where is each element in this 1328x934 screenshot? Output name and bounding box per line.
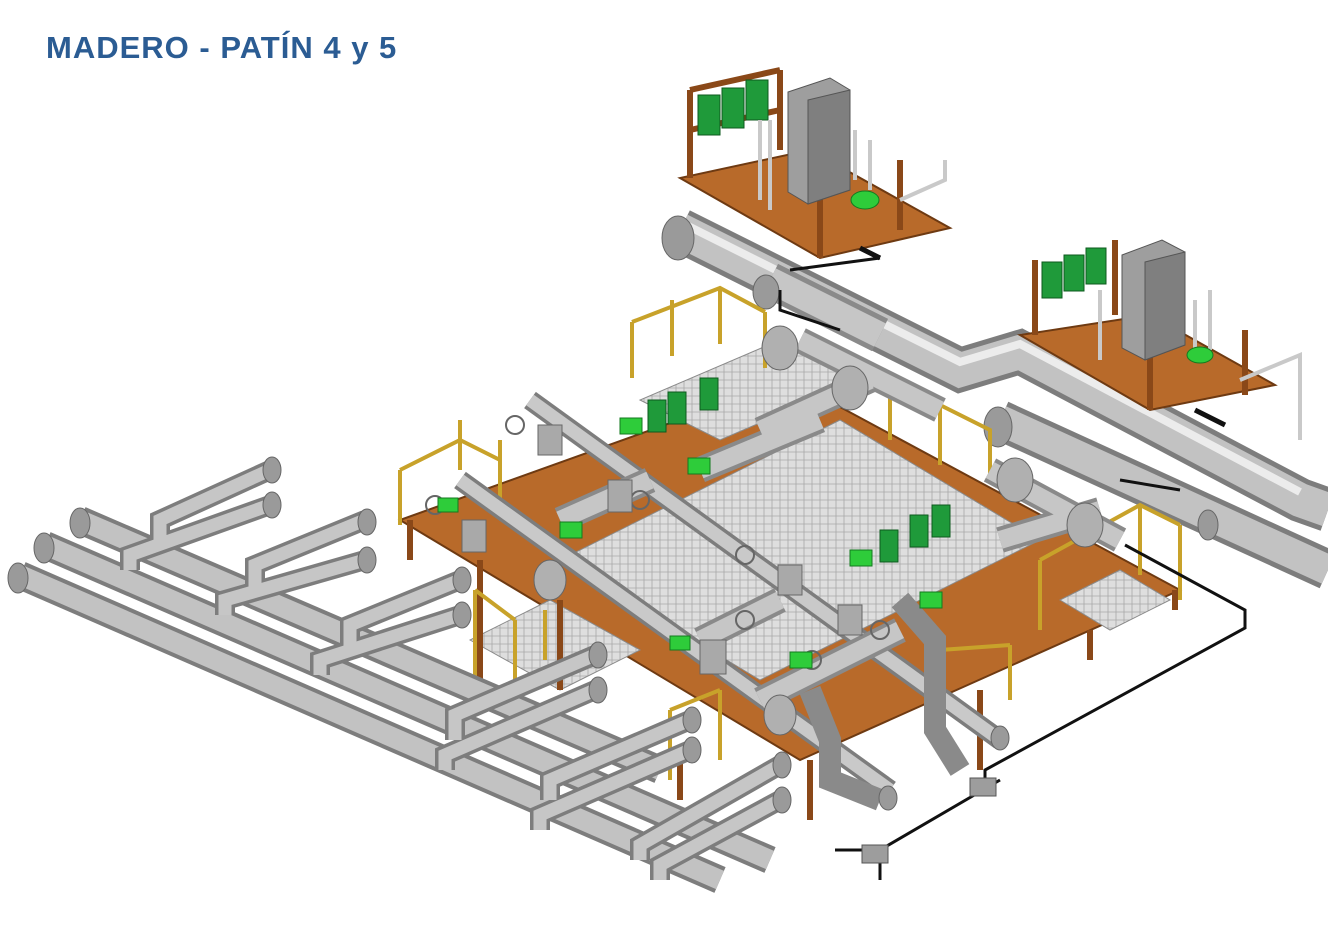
analyzer-skid-upper xyxy=(677,67,953,260)
meter-run-pipe xyxy=(526,394,1004,746)
valve-body-icon xyxy=(461,424,863,675)
analyzer-cabinet-icon xyxy=(1121,239,1186,361)
analyzer-skid-lower xyxy=(1017,239,1302,440)
branch-pipe xyxy=(633,759,784,880)
metering-skid xyxy=(397,285,1183,820)
pipe-flange xyxy=(69,507,91,539)
grating-platform xyxy=(1058,569,1172,631)
manifold-headers xyxy=(7,456,1010,893)
branch-pipe xyxy=(533,714,693,830)
riser-pipe xyxy=(799,685,885,811)
instrument-panel-icon xyxy=(647,377,951,563)
skid-deck xyxy=(677,148,953,260)
actuator-icon xyxy=(850,190,880,210)
instrument-tubing xyxy=(1098,290,1302,440)
pipe-flange xyxy=(7,562,29,594)
cable-tray xyxy=(858,245,1227,428)
actuator-icon xyxy=(1186,346,1214,364)
analyzer-cabinet-icon xyxy=(787,77,851,205)
cable-tray xyxy=(778,256,1247,880)
riser-pipe xyxy=(891,592,970,776)
instrument-tubing xyxy=(758,120,947,210)
meter-body-icon xyxy=(533,325,1104,736)
handrail xyxy=(668,643,1012,780)
handrail xyxy=(473,588,547,690)
meter-run-pipe xyxy=(556,331,945,529)
instrument-panel-icon xyxy=(697,79,769,136)
pipe-flange xyxy=(661,215,695,261)
pipe-flange xyxy=(262,456,1010,814)
branch-pipe xyxy=(313,573,463,675)
header-pipe-upper xyxy=(661,210,1328,531)
branch-pipe xyxy=(218,513,368,615)
meter-run-pipe xyxy=(695,462,1125,709)
handrail xyxy=(1038,502,1182,630)
pipe-flange xyxy=(752,274,780,310)
pipe-flange xyxy=(1197,509,1219,541)
handrail xyxy=(630,285,767,378)
branch-pipe xyxy=(123,464,273,570)
page-title: MADERO - PATÍN 4 y 5 xyxy=(46,30,398,65)
instrument-panel-icon xyxy=(1041,247,1107,299)
branch-pipe xyxy=(438,649,598,770)
handrail xyxy=(398,420,502,525)
foundation-block-icon xyxy=(861,777,997,864)
skid-frame xyxy=(1032,240,1248,410)
skid-frame xyxy=(687,67,903,258)
valve-actuator-icon xyxy=(437,417,943,669)
pipe-flange xyxy=(33,532,55,564)
